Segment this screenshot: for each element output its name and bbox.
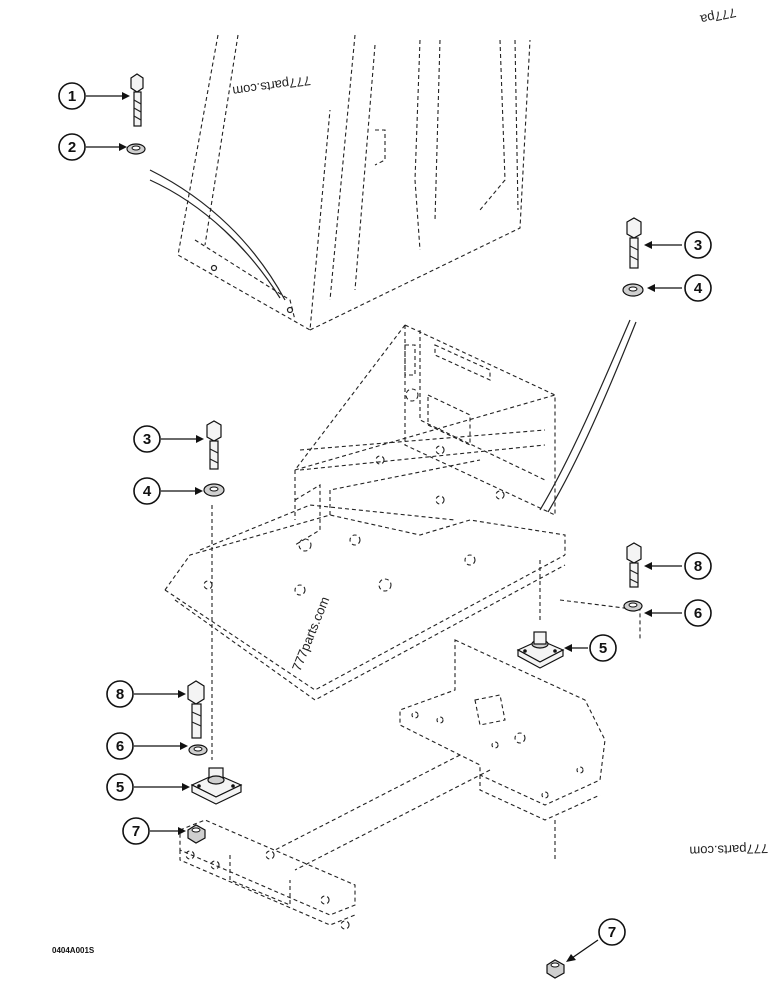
callout-7-right-label: 7 (608, 924, 616, 941)
washer-6-left (188, 744, 208, 756)
callout-5-left: 5 (106, 773, 134, 801)
callout-7-left-label: 7 (132, 823, 140, 840)
callout-3-left: 3 (133, 425, 161, 453)
callout-7-right: 7 (598, 918, 626, 946)
drawing-code: 0404A001S (52, 946, 95, 955)
nut-7-right (546, 959, 565, 979)
callout-8-left: 8 (106, 680, 134, 708)
callout-2-label: 2 (68, 139, 76, 156)
callout-6-right: 6 (684, 599, 712, 627)
callout-5-right-label: 5 (599, 640, 607, 657)
washer-4-left (203, 483, 225, 497)
washer-6-right (623, 600, 643, 612)
watermark-right: 777parts.com (689, 841, 768, 859)
isolator-5-left (190, 767, 243, 805)
callout-8-left-label: 8 (116, 686, 124, 703)
callout-1: 1 (58, 82, 86, 110)
mounting-frame (179, 639, 606, 930)
alignment-lines (211, 505, 641, 860)
callout-6-left-label: 6 (116, 738, 124, 755)
callout-4-upper: 4 (684, 274, 712, 302)
callout-8-right-label: 8 (694, 558, 702, 575)
bolt-3-left (206, 420, 222, 470)
leader-lines (86, 92, 682, 962)
callout-1-label: 1 (68, 88, 76, 105)
callout-4-left: 4 (133, 477, 161, 505)
cab-outline (149, 34, 531, 331)
bolt-1 (130, 73, 144, 127)
operator-platform (164, 319, 637, 701)
watermark-corner: 777pa (698, 5, 737, 27)
callout-5-right: 5 (589, 634, 617, 662)
callout-3-upper-label: 3 (694, 237, 702, 254)
callout-4-left-label: 4 (143, 483, 152, 500)
bolt-8-left (187, 680, 205, 739)
nut-7-left (187, 824, 206, 844)
washer-2 (126, 143, 146, 155)
callout-6-left: 6 (106, 732, 134, 760)
watermark-top: 777parts.com (232, 73, 312, 99)
callout-6-right-label: 6 (694, 605, 702, 622)
bolt-3-upper (626, 217, 642, 269)
callout-5-left-label: 5 (116, 779, 124, 796)
washer-4-upper (622, 283, 644, 297)
callout-7-left: 7 (122, 817, 150, 845)
watermark-center: 777parts.com (289, 594, 332, 673)
callout-3-upper: 3 (684, 231, 712, 259)
bolt-8-right (626, 542, 642, 588)
callout-4-upper-label: 4 (694, 280, 703, 297)
callout-3-left-label: 3 (143, 431, 151, 448)
isolator-5-right (516, 631, 565, 669)
callout-8-right: 8 (684, 552, 712, 580)
callout-2: 2 (58, 133, 86, 161)
